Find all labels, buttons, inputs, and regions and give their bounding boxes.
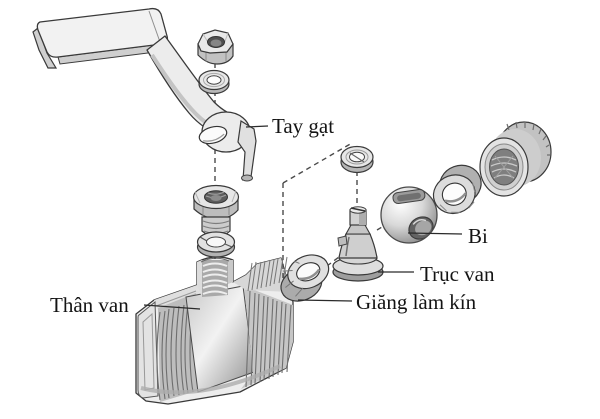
- seat-ring: [432, 164, 482, 215]
- packing-nut: [192, 184, 240, 238]
- handle-hole: [198, 125, 228, 145]
- valve-body: [135, 256, 294, 405]
- seal-ring: [280, 254, 330, 302]
- handle-lever: [32, 7, 257, 182]
- hex-nut: [197, 29, 234, 65]
- label-seal: Giăng làm kín: [356, 290, 477, 314]
- end-cap: [479, 121, 552, 197]
- label-handle: Tay gạt: [272, 114, 334, 138]
- gland-washer: [196, 231, 236, 258]
- ball-slot: [392, 188, 426, 205]
- handle-washer: [198, 69, 230, 95]
- label-ball: Bi: [468, 224, 488, 248]
- label-stem: Trục van: [420, 262, 495, 286]
- valve-stem: [332, 206, 384, 282]
- leader-lines: [143, 125, 463, 310]
- stem-washer: [340, 145, 374, 174]
- ball: [380, 186, 438, 244]
- label-body: Thân van: [50, 293, 129, 317]
